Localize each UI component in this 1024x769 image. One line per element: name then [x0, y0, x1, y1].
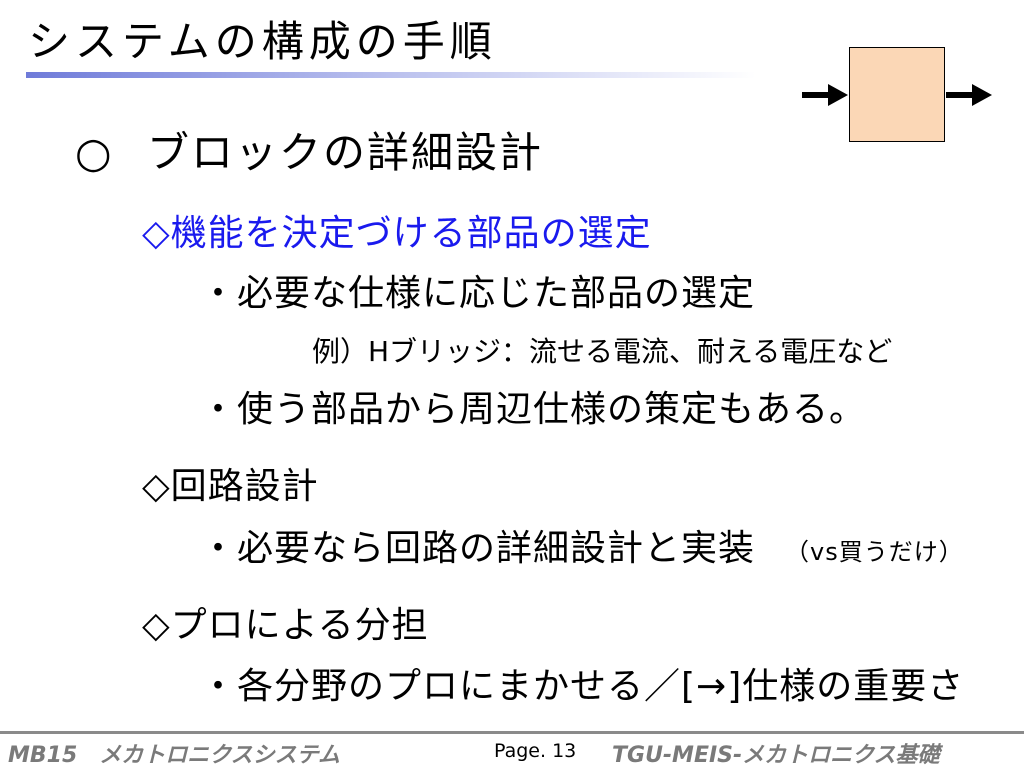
footer-page-number: Page. 13 — [494, 740, 577, 762]
vs-note: （vs買うだけ） — [785, 538, 964, 566]
block-diagram-box — [849, 47, 945, 142]
list-item: ・各分野のプロにまかせる／[→]仕様の重要さ — [200, 666, 965, 707]
page-title: システムの構成の手順 — [28, 17, 497, 66]
input-arrow-icon — [802, 84, 848, 106]
section-professional-division: ◇プロによる分担 — [142, 605, 429, 646]
main-heading: ○ ブロックの詳細設計 — [75, 128, 543, 178]
footer-course-name: MB15 メカトロニクスシステム — [8, 743, 340, 768]
section-parts-selection: ◇機能を決定づける部品の選定 — [142, 213, 652, 254]
output-arrow-icon — [946, 84, 992, 106]
example-note: 例）Hブリッジ：流せる電流、耐える電圧など — [312, 335, 893, 368]
footer-series-name: TGU-MEIS-メカトロニクス基礎 — [612, 743, 940, 768]
list-item: ・必要なら回路の詳細設計と実装 （vs買うだけ） — [200, 527, 964, 570]
list-item: ・使う部品から周辺仕様の策定もある。 — [200, 389, 867, 430]
title-underline — [26, 72, 756, 78]
circle-bullet: ○ — [75, 128, 114, 177]
section-circuit-design: ◇回路設計 — [142, 466, 319, 507]
main-heading-text: ブロックの詳細設計 — [147, 128, 544, 177]
footer-divider — [0, 731, 1024, 734]
list-item: ・必要な仕様に応じた部品の選定 — [200, 273, 756, 314]
list-item-text: ・必要なら回路の詳細設計と実装 — [200, 528, 756, 569]
